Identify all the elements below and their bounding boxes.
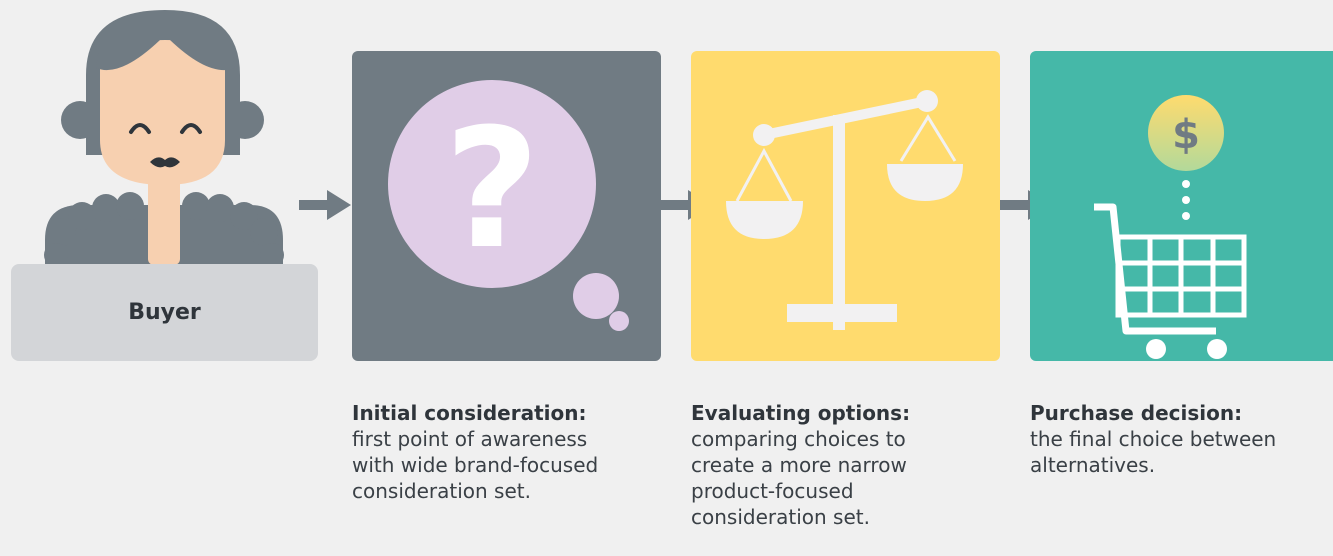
arrow-right-icon: [299, 190, 351, 220]
card-initial-consideration: ?: [352, 51, 661, 361]
caption-body: comparing choices to create a more narro…: [691, 427, 907, 529]
caption-evaluating-options: Evaluating options: comparing choices to…: [691, 400, 991, 530]
caption-title: Evaluating options:: [691, 401, 911, 425]
question-thought-bubble-icon: ?: [388, 80, 629, 331]
caption-initial-consideration: Initial consideration: first point of aw…: [352, 400, 652, 504]
dollar-sign: $: [1172, 112, 1200, 158]
caption-title: Purchase decision:: [1030, 401, 1243, 425]
balance-scale-icon: [726, 90, 963, 330]
card-purchase-decision: $: [1030, 51, 1333, 361]
card-evaluating-options: [691, 51, 1000, 361]
buyer-illustration: [44, 10, 284, 280]
caption-title: Initial consideration:: [352, 401, 587, 425]
caption-body: first point of awareness with wide brand…: [352, 427, 599, 503]
caption-body: the final choice between alternatives.: [1030, 427, 1277, 477]
caption-purchase-decision: Purchase decision: the final choice betw…: [1030, 400, 1330, 478]
buyer-label: Buyer: [11, 264, 318, 361]
shopping-cart-dollar-icon: $: [1094, 95, 1247, 359]
question-mark: ?: [444, 93, 540, 285]
